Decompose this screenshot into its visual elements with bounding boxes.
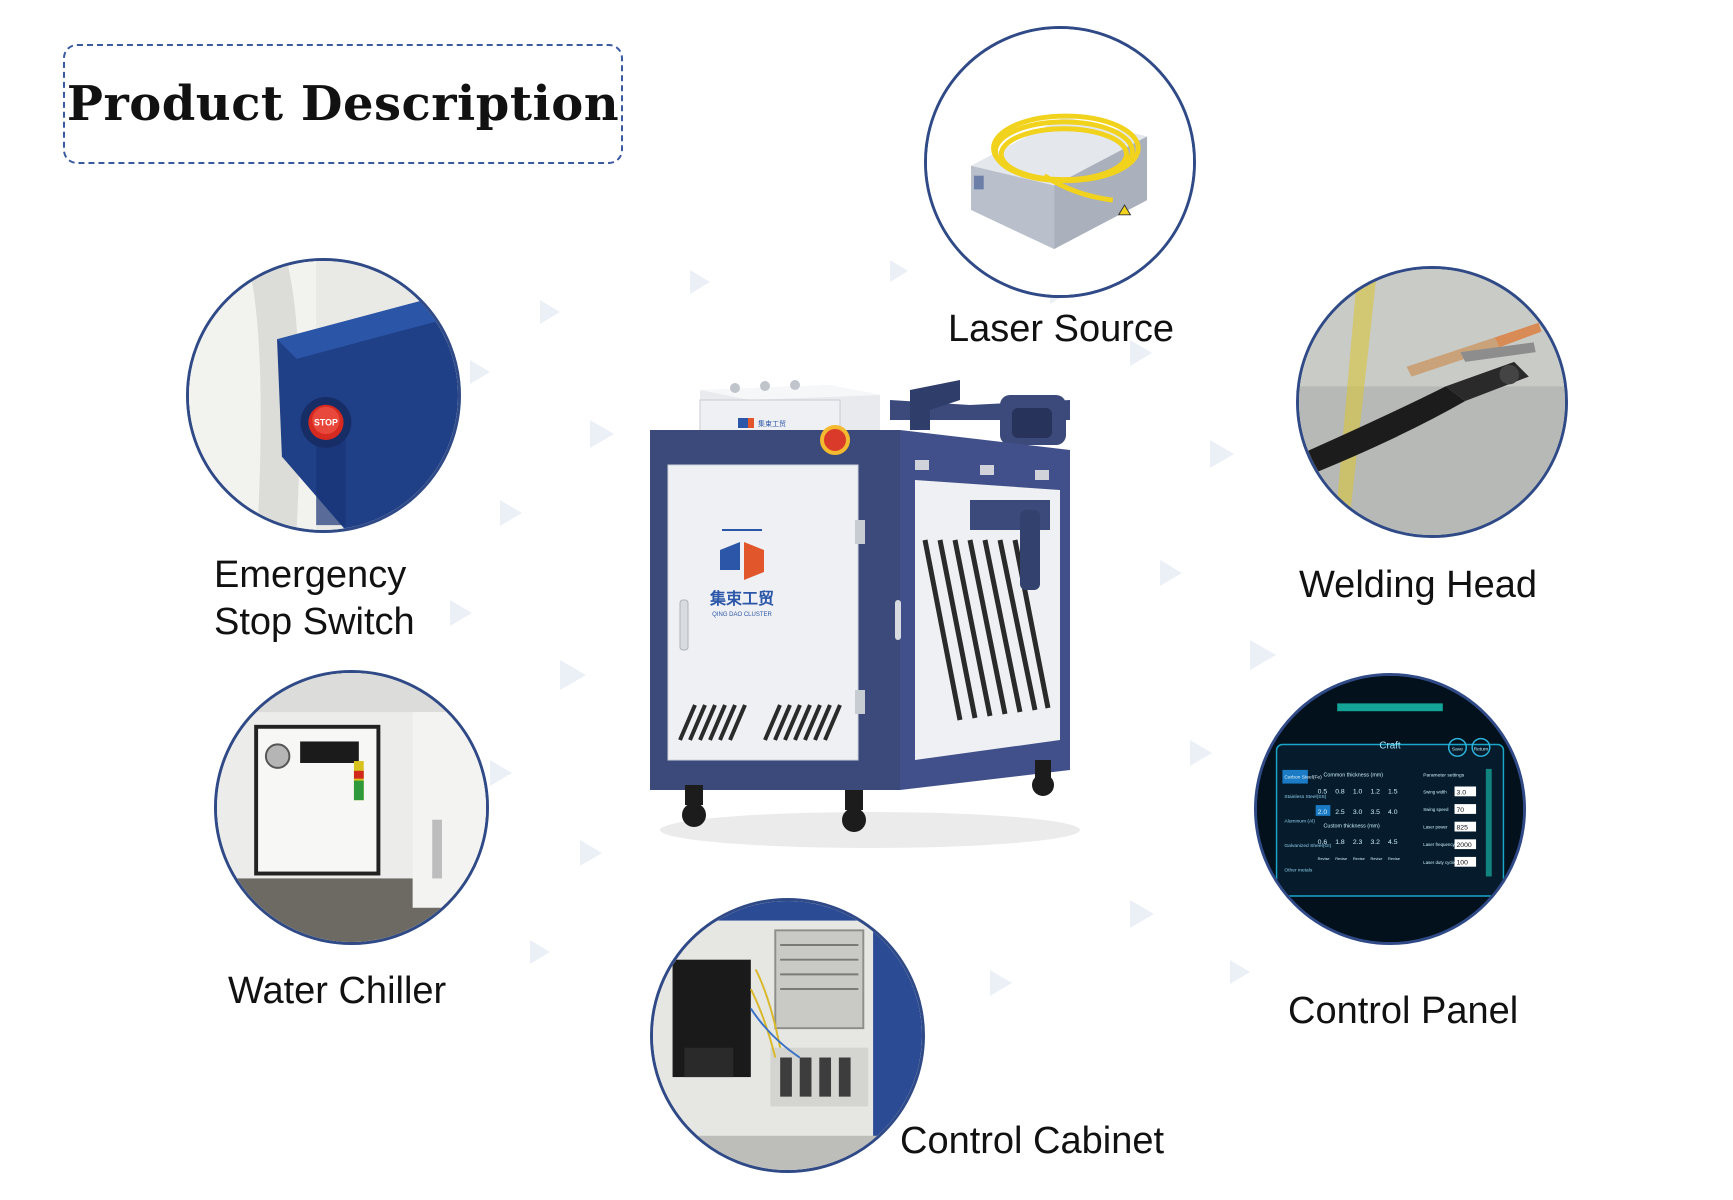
panel-param-name-0: Swing width — [1423, 789, 1447, 794]
welding-head-label: Welding Head — [1299, 564, 1538, 606]
panel-title: Craft — [1379, 740, 1400, 751]
panel-common-3: 1.2 — [1370, 788, 1380, 795]
laser-source-label: Laser Source — [948, 308, 1175, 350]
panel-common2-2: 3.0 — [1353, 809, 1363, 816]
panel-revise-4: Revise — [1388, 856, 1400, 861]
panel-return-button: Return — [1474, 746, 1489, 752]
machine-brand-cn: 集束工贸 — [709, 589, 774, 608]
page-title: Product Description — [66, 76, 620, 132]
panel-common-0: 0.5 — [1318, 788, 1328, 795]
panel-common2-0: 2.0 — [1318, 809, 1328, 816]
panel-common-2: 1.0 — [1353, 788, 1363, 795]
machine-small-logo: 集束工贸 — [758, 419, 786, 428]
panel-param-value-3: 2000 — [1457, 842, 1472, 849]
panel-param-value-4: 100 — [1457, 860, 1469, 867]
water-chiller-image — [214, 670, 489, 945]
panel-common2-3: 3.5 — [1370, 809, 1380, 816]
control-cabinet-image — [650, 898, 925, 1173]
panel-param-name-2: Laser power — [1423, 825, 1448, 830]
panel-param-value-2: 825 — [1457, 825, 1469, 832]
panel-common-1: 0.8 — [1335, 788, 1345, 795]
panel-custom-header: Custom thickness (mm) — [1324, 824, 1380, 830]
panel-material-4: Other metals — [1284, 868, 1312, 874]
emergency-stop-label: Emergency Stop Switch — [214, 552, 415, 646]
panel-param-value-0: 3.0 — [1457, 789, 1467, 796]
panel-param-value-1: 70 — [1457, 807, 1465, 814]
panel-custom-1: 1.8 — [1335, 839, 1345, 846]
laser-welding-machine: 集束工贸 集束工贸 QING DAO CLUSTER — [650, 380, 1080, 848]
panel-revise-0: Revise — [1318, 856, 1330, 861]
emergency-stop-image: STOP — [186, 258, 461, 533]
control-panel-image: Craft Save Return Carbon Steel(Fe) Stain… — [1254, 673, 1526, 945]
control-panel-label: Control Panel — [1288, 990, 1519, 1032]
panel-common-header: Common thickness (mm) — [1324, 773, 1384, 779]
panel-param-name-4: Laser duty cycle — [1423, 860, 1455, 865]
panel-custom-3: 3.2 — [1370, 839, 1380, 846]
panel-common-4: 1.5 — [1388, 788, 1398, 795]
panel-param-name-1: Swing speed — [1423, 807, 1449, 812]
panel-material-0: Carbon Steel(Fe) — [1284, 775, 1322, 781]
welding-head-image — [1296, 266, 1568, 538]
panel-param-name-3: Laser frequency — [1423, 842, 1455, 847]
stop-button-text: STOP — [314, 417, 338, 427]
emergency-stop-label-line2: Stop Switch — [214, 601, 415, 643]
panel-material-3: Galvanized Sheet(GI) — [1284, 843, 1331, 849]
panel-revise-2: Revise — [1353, 856, 1365, 861]
water-chiller-label: Water Chiller — [228, 970, 447, 1012]
laser-source-image — [924, 26, 1196, 298]
panel-common2-1: 2.5 — [1335, 809, 1345, 816]
panel-material-1: Stainless Steel(SS) — [1284, 794, 1326, 800]
panel-params-header: Parameter settings — [1423, 773, 1464, 779]
emergency-stop-label-line1: Emergency — [214, 554, 407, 596]
title-box: Product Description — [63, 44, 623, 164]
control-cabinet-label: Control Cabinet — [900, 1120, 1165, 1162]
panel-save-button: Save — [1452, 746, 1463, 752]
panel-common2-4: 4.0 — [1388, 809, 1398, 816]
panel-revise-1: Revise — [1335, 856, 1347, 861]
panel-material-2: Aluminum (Al) — [1284, 819, 1315, 825]
panel-custom-2: 2.3 — [1353, 839, 1363, 846]
panel-custom-4: 4.5 — [1388, 839, 1398, 846]
machine-brand-en: QING DAO CLUSTER — [712, 612, 772, 618]
panel-custom-0: 0.6 — [1318, 839, 1328, 846]
panel-revise-3: Revise — [1370, 856, 1382, 861]
